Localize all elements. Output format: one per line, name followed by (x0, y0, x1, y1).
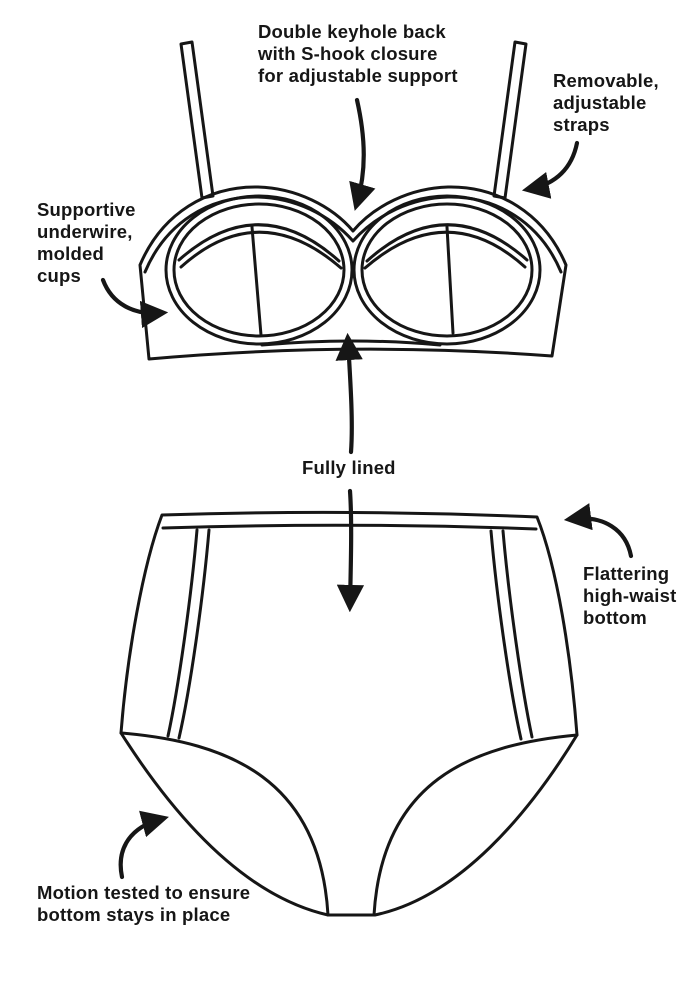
right-cup-vertical-seam (445, 225, 455, 335)
right-cup-inner (360, 202, 534, 338)
label-motion-tested: Motion tested to ensure bottom stays in … (37, 882, 251, 925)
left-side-seam (166, 528, 211, 740)
left-strap (179, 40, 215, 200)
keyhole-arrow (349, 97, 376, 211)
left-cup-outer (164, 194, 354, 346)
right-cup-outer (352, 194, 542, 346)
annotation-arrows (100, 97, 634, 880)
fully-lined-down-arrow (336, 488, 365, 613)
label-supportive-underwire: Supportive underwire, molded cups (37, 199, 136, 286)
band-outline (138, 185, 568, 361)
left-leg-lining (119, 731, 330, 917)
bikini-top-illustration (138, 40, 568, 361)
left-cup-vertical-seam (250, 225, 263, 337)
bikini-bottom-illustration (119, 510, 579, 917)
label-removable-straps: Removable, adjustable straps (553, 70, 659, 135)
right-side-seam (489, 529, 534, 741)
motion-arrow (118, 810, 169, 880)
label-keyhole-back: Double keyhole back with S-hook closure … (258, 21, 458, 86)
straps-arrow (521, 140, 580, 199)
label-fully-lined: Fully lined (302, 457, 396, 478)
highwaist-arrow (563, 503, 634, 559)
right-strap (492, 40, 528, 200)
label-high-waist-bottom: Flattering high-waist bottom (583, 563, 677, 628)
underwire-arrow (100, 277, 169, 329)
fully-lined-up-arrow (335, 332, 363, 455)
right-leg-lining (372, 733, 579, 917)
left-cup-seam (177, 223, 343, 270)
left-cup-inner (172, 202, 346, 338)
